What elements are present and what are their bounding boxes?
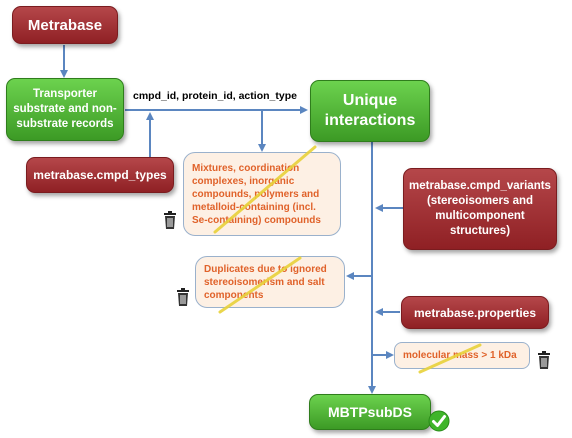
metrabase-label: Metrabase (27, 16, 103, 34)
properties-node: metrabase.properties (401, 296, 549, 329)
cmpd-types-label: metrabase.cmpd_types (33, 168, 167, 182)
checkmark-icon (428, 410, 450, 432)
trash-bin-icon (164, 211, 176, 229)
unique-interactions-node: Unique interactions (310, 80, 430, 142)
mass-strike (418, 343, 482, 374)
transporter-records-label: Transporter substrate and non-substrate … (13, 88, 117, 130)
duplicates-strike (218, 256, 302, 314)
mbtpsubds-label: MBTPsubDS (328, 404, 412, 420)
cmpd-variants-label: metrabase.cmpd_variants (stereoisomers a… (409, 180, 551, 237)
unique-interactions-label: Unique interactions (324, 92, 416, 129)
cmpd-types-node: metrabase.cmpd_types (26, 157, 174, 193)
trash-bin-icon (538, 351, 550, 369)
mixtures-filter-text: Mixtures, coordination complexes, inorga… (192, 162, 321, 226)
mbtpsubds-node: MBTPsubDS (309, 394, 431, 430)
cmpd-variants-node: metrabase.cmpd_variants (stereoisomers a… (403, 168, 557, 250)
edge-label-columns: cmpd_id, protein_id, action_type (133, 90, 297, 102)
metrabase-node: Metrabase (12, 6, 118, 44)
trash-bin-icon (177, 288, 189, 306)
mixtures-strike (213, 145, 317, 234)
properties-label: metrabase.properties (413, 305, 537, 320)
duplicates-filter-note: Duplicates due to ignored stereoisomeris… (195, 256, 345, 308)
transporter-records-node: Transporter substrate and non-substrate … (6, 78, 124, 141)
